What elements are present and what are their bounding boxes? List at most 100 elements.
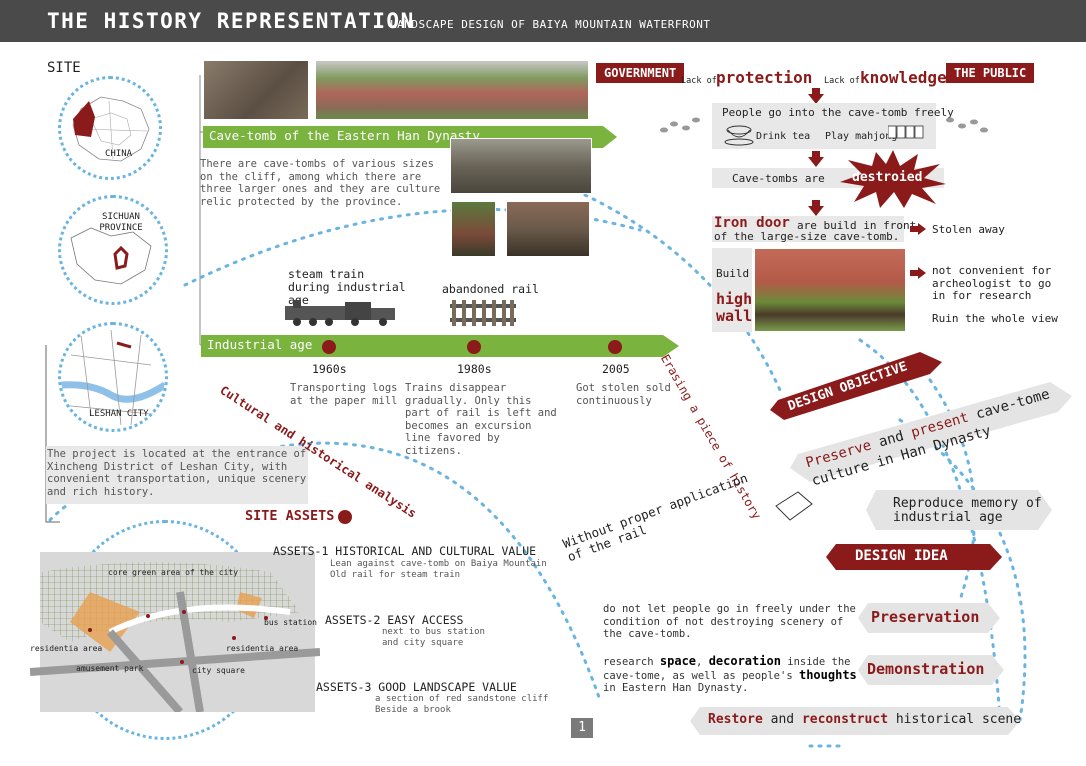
industrial-arrow (201, 335, 679, 357)
knowledge-label: knowledge (860, 68, 947, 87)
rail-icon (450, 300, 516, 326)
cave-tomb-description: There are cave-tombs of various sizes on… (200, 158, 441, 208)
preservation-banner (858, 603, 1000, 633)
build-box (712, 248, 752, 332)
right-arrow-icon-2 (910, 267, 926, 279)
demonstration-banner (858, 655, 1004, 685)
mahjong-text: Play mahjong (825, 131, 898, 142)
teacup-icon (724, 125, 754, 146)
design-objective-banner (770, 352, 942, 420)
high-text: high (716, 290, 753, 308)
reproduce-banner (866, 490, 1052, 530)
china-label: CHINA (105, 149, 133, 159)
cave-tombs-are-text: Cave-tombs are (732, 172, 825, 185)
not-convenient-text: not convenient for archeologist to go in… (932, 264, 1052, 302)
timeline-year-3: 2005 (602, 362, 630, 376)
asset-2-title: ASSETS-2 EASY ACCESS (325, 613, 464, 627)
public-tag: THE PUBLIC (946, 63, 1035, 83)
industrial-bar-label: Industrial age (207, 337, 313, 352)
demo-decoration: decoration (708, 654, 781, 668)
build-text: Build (716, 267, 750, 280)
asset-1-detail: Lean against cave-tomb on Baiya Mountain… (330, 559, 547, 580)
down-arrow-icon-2 (808, 151, 824, 167)
cliff-panorama-photo (315, 60, 589, 120)
leshan-map-circle: LESHAN CITY (58, 322, 168, 432)
mahjong-icon (888, 125, 924, 139)
train-caption: steam train during industrial age (288, 267, 406, 307)
iron-door-text-1: are build in front (797, 219, 917, 232)
sichuan-map-circle: SICHUAN PROVINCE (58, 195, 168, 305)
demo-space: space (659, 654, 697, 668)
design-idea-label: DESIGN IDEA (855, 548, 948, 564)
site-assets-dot (338, 510, 352, 524)
timeline-text-1: Transporting logs at the paper mill (290, 382, 398, 407)
timeline-year-1: 1960s (312, 362, 347, 376)
cave-photo-4 (506, 201, 590, 257)
map-label-res2: residentia area (226, 644, 299, 653)
footprints-left-icon (660, 117, 700, 133)
high-wall-photo (754, 248, 906, 332)
timeline-dot-2005 (608, 340, 622, 354)
cave-tomb-bar-label: Cave-tomb of the Eastern Han Dynasty (209, 128, 480, 143)
timeline-dot-1960s (322, 340, 336, 354)
preservation-label: Preservation (871, 608, 980, 626)
timeline-year-2: 1980s (457, 362, 492, 376)
site-label: SITE (47, 60, 81, 76)
header-bar (0, 0, 1086, 42)
timeline-text-2: Trains disappear gradually. Only this pa… (405, 382, 557, 457)
asset-3-title: ASSETS-3 GOOD LANDSCAPE VALUE (316, 680, 517, 694)
down-arrow-icon (808, 88, 824, 104)
demo-text-4: in Eastern Han Dynasty. (603, 682, 749, 694)
restore-line: Restore and reconstruct historical scene (708, 712, 1021, 727)
reconstruct-word: reconstruct (801, 712, 889, 727)
explosion-icon (840, 150, 946, 208)
demonstration-label: Demonstration (867, 660, 985, 678)
people-go-text: People go into the cave-tomb freely (722, 106, 954, 119)
restore-banner (690, 707, 1020, 735)
timeline-dot-1980s (467, 340, 481, 354)
sichuan-map-icon (70, 227, 152, 285)
down-arrow-icon-3 (808, 200, 824, 216)
page-number: 1 (571, 718, 593, 738)
rail-caption: abandoned rail (442, 282, 539, 296)
right-arrow-icon (910, 223, 926, 235)
iron-door-text-2: of the large-size cave-tomb. (714, 230, 900, 243)
ruin-text: Ruin the whole view (932, 312, 1058, 325)
city-label: LESHAN CITY (89, 409, 149, 419)
demo-text-1: research (603, 656, 660, 668)
eraser-icon (775, 491, 813, 521)
assets-map-drawing (29, 552, 321, 715)
preservation-text: do not let people go in freely under the… (603, 603, 856, 640)
restore-word: Restore (708, 712, 763, 727)
steam-train-icon (285, 300, 395, 326)
wall-text: wall (716, 307, 753, 325)
asset-2-detail: next to bus station and city square (382, 627, 485, 648)
leshan-map-icon (61, 329, 165, 426)
map-label-amusement: amusement park (76, 664, 144, 673)
timeline-text-3: Got stolen sold continuously (576, 382, 671, 407)
iron-door-label: Iron door (714, 215, 790, 231)
asset-3-detail: a section of red sandstone cliff Beside … (375, 694, 549, 715)
demo-text-3: inside the cave-tome, as well as people'… (603, 656, 851, 682)
map-label-bus: bus station (264, 618, 317, 627)
protection-label: protection (716, 68, 813, 87)
site-assets-title: SITE ASSETS (245, 508, 335, 524)
government-tag: GOVERNMENT (596, 63, 685, 83)
map-label-core: core green area of the city (108, 568, 239, 577)
page-title: THE HISTORY REPRESENTATION (47, 9, 415, 33)
drink-tea-text: Drink tea (756, 131, 811, 142)
china-map-icon (72, 96, 150, 162)
historical-scene-word: historical scene (895, 712, 1022, 727)
assets-map: core green area of the city bus station … (29, 552, 321, 715)
lack-of-label-2: Lack of (824, 76, 860, 86)
demo-text-2: , (696, 656, 709, 668)
lack-of-label-1: Lack of (681, 76, 717, 86)
site-description-box (46, 446, 308, 504)
restore-and: and (770, 712, 795, 727)
site-description: The project is located at the entrance o… (47, 448, 307, 498)
design-idea-banner (826, 544, 1002, 570)
cave-photo-3 (451, 201, 496, 257)
province-label: SICHUAN PROVINCE (99, 212, 143, 233)
asset-1-title: ASSETS-1 HISTORICAL AND CULTURAL VALUE (273, 544, 537, 558)
page-subtitle: LANDSCAPE DESIGN OF BAIYA MOUNTAIN WATER… (390, 18, 711, 31)
